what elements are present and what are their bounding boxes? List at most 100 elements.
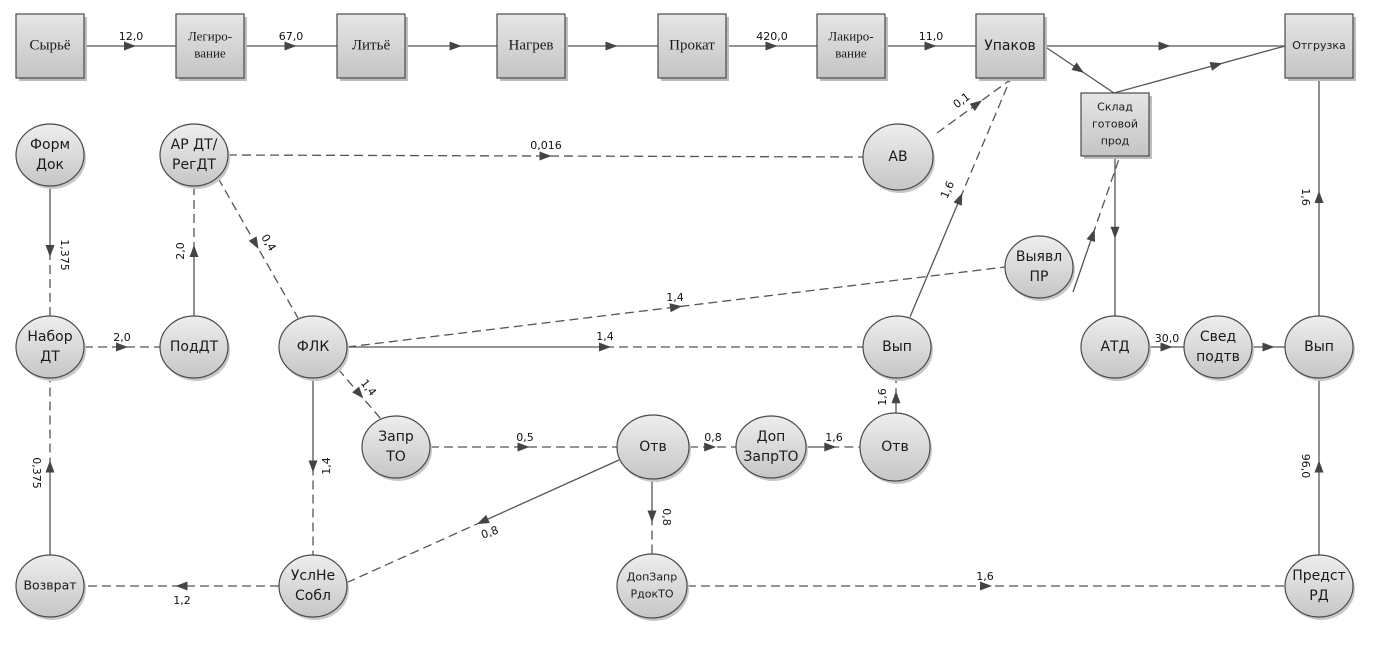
node-vyp-right[interactable]: Вып (1284, 315, 1355, 381)
node-lacquering[interactable]: Лакиро-вание (816, 13, 888, 81)
arrowhead-icon (1314, 460, 1324, 473)
edge-flk-to-reveal_pr (346, 266, 1006, 348)
node-label: АР ДТ/ (171, 137, 218, 153)
edge-dashed-segment (959, 79, 1011, 199)
edge-label: 0,375 (30, 457, 43, 489)
process-ellipse (862, 123, 934, 191)
edge-label: 1,2 (173, 594, 191, 607)
edge-ar_dt-to-flk (217, 177, 299, 319)
node-label: ПР (1030, 269, 1049, 285)
node-av[interactable]: АВ (862, 123, 935, 193)
edge-label: 0,8 (479, 523, 500, 541)
edge-label: 1,4 (596, 330, 614, 343)
edge-label: 1,375 (58, 239, 71, 271)
edge-sved-to-vyp_right (1252, 342, 1285, 352)
arrowhead-icon (1209, 62, 1223, 71)
arrowhead-icon (669, 303, 682, 313)
node-label: УслНе (291, 568, 335, 584)
edge-label: 67,0 (279, 30, 304, 43)
arrowhead-icon (924, 41, 937, 51)
node-label: Склад (1097, 101, 1133, 114)
arrowhead-icon (647, 510, 657, 523)
node-label: РдокТО (631, 588, 674, 601)
node-label: Прокат (669, 37, 715, 53)
edge-solid-segment (909, 198, 961, 318)
node-ar-dt[interactable]: АР ДТ/РегДТ (159, 123, 230, 189)
arrowhead-icon (517, 442, 530, 452)
node-heating[interactable]: Нагрев (496, 13, 568, 81)
process-ellipse (1183, 315, 1253, 379)
node-flk[interactable]: ФЛК (278, 315, 349, 381)
edge-label: 1,6 (976, 570, 994, 583)
node-zapr-to[interactable]: ЗапрТО (361, 415, 432, 481)
node-otv1[interactable]: Отв (616, 414, 691, 482)
node-raw[interactable]: Сырьё (15, 13, 87, 81)
edge-reveal_pr-to-warehouse (1072, 155, 1121, 293)
node-label: Выявл (1016, 249, 1062, 265)
node-vyp-mid[interactable]: Вып (862, 315, 933, 381)
node-alloying[interactable]: Легиро-вание (175, 13, 247, 81)
edge-label: 11,0 (919, 30, 944, 43)
edge-label: 0,4 (258, 232, 278, 254)
arrowhead-icon (284, 41, 297, 51)
process-box (816, 13, 886, 79)
edge-otv1-to-dop_zapr_rdok (647, 479, 657, 554)
edge-label: 30,0 (1155, 332, 1180, 345)
node-shipping[interactable]: Отгрузка (1284, 13, 1356, 81)
node-rolling[interactable]: Прокат (657, 13, 729, 81)
arrowhead-icon (175, 581, 188, 591)
process-ellipse (15, 123, 85, 187)
node-label: готовой (1092, 118, 1138, 131)
node-label: Доп (757, 429, 786, 445)
edge-vozvrat-to-set_dt (45, 378, 55, 555)
node-label: Форм (30, 137, 70, 153)
node-label: АТД (1100, 339, 1129, 355)
node-casting[interactable]: Литьё (336, 13, 408, 81)
process-ellipse (862, 315, 932, 379)
node-label: Литьё (352, 37, 391, 53)
node-vozvrat[interactable]: Возврат (15, 554, 86, 620)
process-box (975, 13, 1045, 79)
node-packing[interactable]: Упаков (975, 13, 1047, 81)
arrowhead-icon (953, 192, 963, 206)
node-label: вание (194, 45, 226, 60)
process-ellipse (361, 415, 431, 479)
arrowhead-icon (1110, 226, 1120, 239)
process-box (336, 13, 406, 79)
node-label: ЗапрТО (743, 449, 798, 465)
edge-ar_dt-to-av (227, 151, 864, 161)
arrowhead-icon (124, 41, 136, 51)
edge-label: 0,8 (660, 508, 673, 526)
node-label: Упаков (984, 38, 1036, 54)
node-label: Запр (378, 429, 414, 445)
arrowhead-icon (969, 100, 983, 112)
edge-packing-to-warehouse (1043, 45, 1115, 94)
edge-label: 0,8 (704, 431, 722, 444)
arrowhead-icon (980, 581, 992, 591)
edge-label: 0,016 (530, 139, 562, 152)
edge-line (1113, 45, 1286, 94)
arrowhead-icon (1262, 342, 1275, 352)
node-pod-dt[interactable]: ПодДТ (159, 315, 230, 381)
edge-label: 1,6 (876, 388, 889, 406)
node-label: Вып (882, 339, 912, 355)
edge-raw-to-alloying (84, 41, 176, 51)
edge-casting-to-heating (405, 41, 497, 51)
arrowhead-icon (891, 391, 901, 404)
node-atd[interactable]: АТД (1080, 315, 1151, 381)
process-ellipse (159, 123, 229, 187)
edge-label: 0,1 (951, 90, 973, 111)
node-otv2[interactable]: Отв (859, 412, 932, 484)
node-label: Док (36, 157, 64, 173)
edge-pod_dt-to-ar_dt (189, 186, 199, 316)
